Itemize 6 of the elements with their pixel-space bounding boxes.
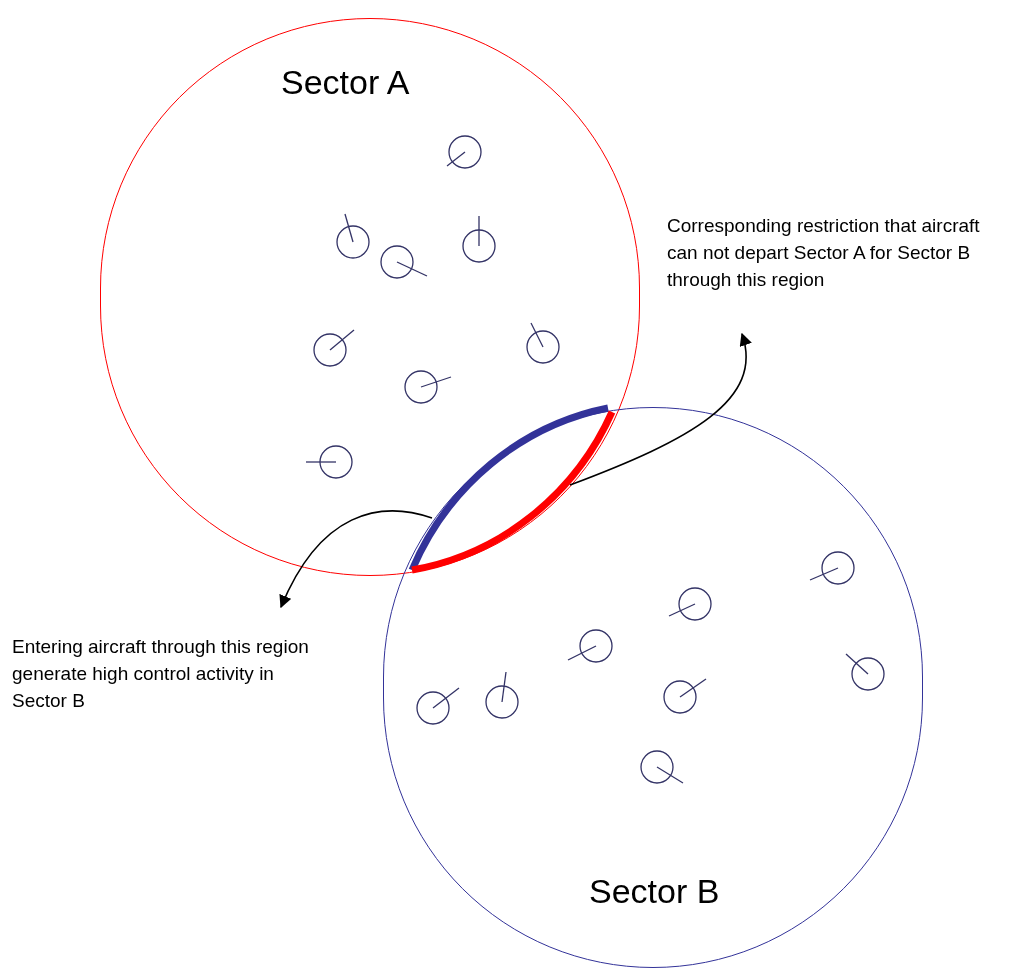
leader-arrow — [280, 510, 433, 609]
annotation-text: Entering aircraft through this region generate high control activity in Sector B — [12, 635, 310, 713]
leader-arrow — [569, 332, 751, 486]
sector-label: Sector A — [281, 62, 410, 103]
sector-label: Sector B — [589, 871, 720, 912]
annotation-text: Corresponding restriction that aircraft can not depart Sector A for Sector B through this region — [667, 214, 981, 292]
